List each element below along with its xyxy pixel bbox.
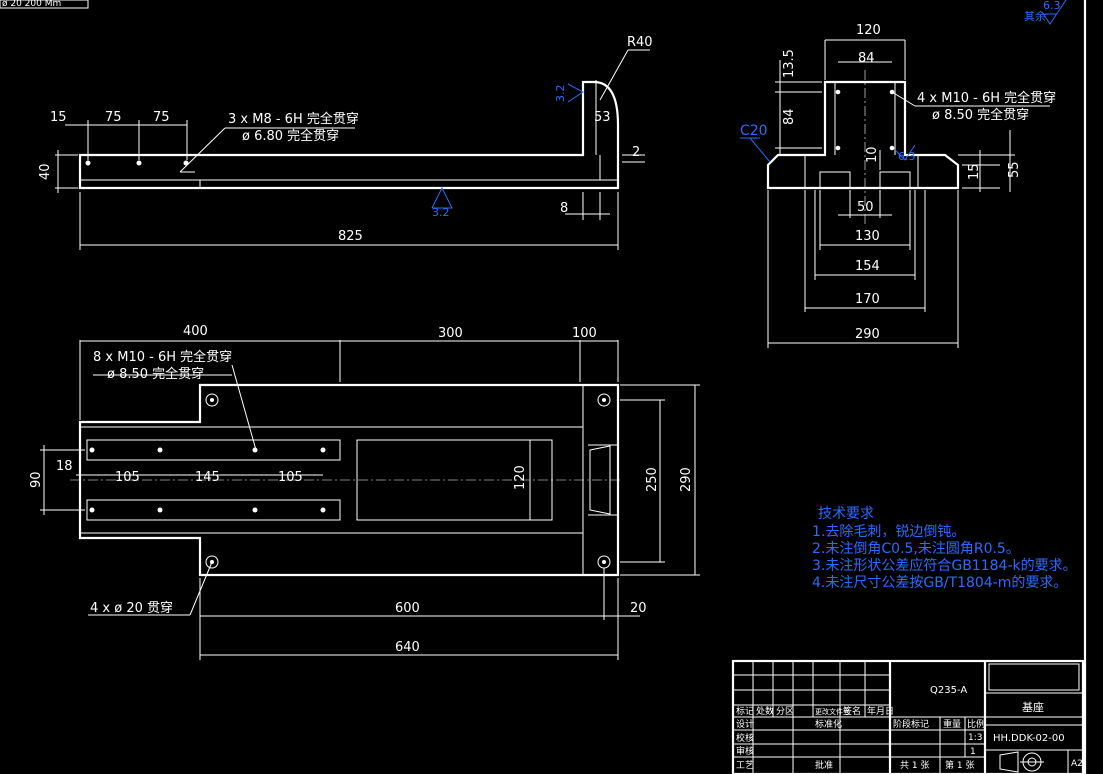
front-hole-note-line1: 3 x M8 - 6H 完全贯穿 (228, 111, 359, 127)
top-dim-600: 600 (395, 601, 420, 616)
front-roughness-b: 3.2 (431, 186, 453, 219)
tb-stage-mark: 阶段标记 (893, 718, 929, 730)
side-dim-15: 15 (967, 163, 982, 180)
top-dim-300: 300 (438, 326, 463, 341)
corner-note: ø 20 200 Mm (2, 0, 61, 9)
side-dim-170: 170 (855, 292, 880, 307)
global-roughness-symbol: 6.3 其余 (1024, 0, 1067, 25)
top-dim-120: 120 (513, 465, 528, 490)
side-view (766, 39, 1050, 348)
top-dim-20: 20 (630, 601, 647, 616)
top-tapped-holes (89, 447, 326, 513)
tech-req-title: 技术要求 (818, 506, 874, 522)
top-bolt-holes (205, 393, 611, 569)
front-dim-75b: 75 (153, 110, 170, 125)
top-dim-400: 400 (183, 324, 208, 339)
front-dim-825: 825 (338, 229, 363, 244)
front-dim-r40: R40 (627, 35, 653, 50)
side-dim-84: 84 (858, 51, 875, 66)
tb-approval: 批准 (815, 759, 833, 771)
top-dim-145: 145 (195, 470, 220, 485)
tb-count: 1 (970, 747, 976, 757)
side-hole-note-line1: 4 x M10 - 6H 完全贯穿 (917, 90, 1056, 106)
side-dim-13-5: 13.5 (782, 49, 797, 78)
tb-row-design: 设计 (736, 718, 754, 730)
side-dim-290: 290 (855, 327, 880, 342)
tb-material: Q235-A (930, 685, 967, 696)
tb-header-5: 签名 (843, 705, 861, 717)
front-hole-note-line2: ø 6.80 完全贯穿 (242, 128, 339, 144)
side-dim-10: 10 (865, 146, 880, 163)
tb-sheet-current: 第 1 张 (945, 759, 974, 771)
global-roughness-suffix: 其余 (1024, 9, 1046, 23)
top-hole-note-line2: ø 8.50 完全贯穿 (107, 366, 204, 382)
tb-row-review: 审核 (736, 745, 754, 757)
top-dim-290: 290 (679, 467, 694, 492)
front-roughness-a-value: 3.2 (554, 85, 567, 103)
tb-drawing-no: HH.DDK-02-00 (993, 733, 1065, 744)
side-dim-120: 120 (856, 23, 881, 38)
tb-scale: 1:3 (968, 733, 982, 743)
tb-ratio: 比例 (967, 718, 985, 730)
front-dim-8: 8 (560, 201, 568, 216)
front-view (55, 49, 650, 250)
front-dim-40: 40 (38, 163, 53, 180)
side-dim-130: 130 (855, 229, 880, 244)
tb-header-3: 分区 (776, 706, 794, 717)
projection-symbol-icon (999, 751, 1044, 773)
front-hole-2 (136, 160, 142, 166)
side-chamfer-label: C20 (740, 123, 768, 139)
title-block (731, 659, 1085, 774)
tb-row-check: 校核 (736, 732, 754, 744)
tb-sheet-total: 共 1 张 (900, 760, 929, 771)
front-hole-1 (85, 160, 91, 166)
top-hole-note-line1: 8 x M10 - 6H 完全贯穿 (93, 349, 232, 365)
side-dim-84v: 84 (782, 108, 797, 125)
tb-header-1: 标记 (736, 705, 754, 717)
tb-header-2: 处数 (756, 705, 774, 717)
tech-req-item-4: 4.未注尺寸公差按GB/T1804-m的要求。 (812, 575, 1067, 591)
side-chamfer-c20: C20 (740, 123, 771, 163)
tech-requirements: 技术要求 1.去除毛刺，锐边倒钝。 2.未注倒角C0.5,未注圆角R0.5。 3… (812, 506, 1077, 591)
tb-row-process: 工艺 (736, 760, 754, 771)
side-dim-154: 154 (855, 259, 880, 274)
tech-req-item-3: 3.未注形状公差应符合GB1184-k的要求。 (812, 557, 1077, 574)
front-dim-53: 53 (594, 110, 611, 125)
tech-req-item-1: 1.去除毛刺，锐边倒钝。 (812, 524, 965, 540)
top-view (40, 340, 700, 660)
side-hole-1 (835, 89, 841, 95)
side-dim-55: 55 (1007, 161, 1022, 178)
front-roughness-a: 3.2 (554, 83, 584, 103)
top-dim-250: 250 (645, 467, 660, 492)
side-roughness: 6.3 (894, 144, 916, 163)
tb-header-6: 年月日 (867, 705, 894, 717)
side-hole-4 (889, 145, 895, 151)
side-dim-50: 50 (857, 200, 874, 215)
top-dim-105a: 105 (115, 470, 140, 485)
global-roughness-value: 6.3 (1043, 0, 1061, 12)
tech-req-item-2: 2.未注倒角C0.5,未注圆角R0.5。 (812, 541, 1020, 557)
tb-part-name: 基座 (1022, 700, 1044, 714)
front-dim-15: 15 (50, 110, 67, 125)
top-dim-100: 100 (572, 326, 597, 341)
top-bolt-note: 4 x ø 20 贯穿 (90, 600, 173, 616)
top-dim-640: 640 (395, 640, 420, 655)
top-dim-105b: 105 (278, 470, 303, 485)
side-roughness-value: 6.3 (898, 150, 916, 163)
tb-sheet-size: A2 (1071, 759, 1083, 769)
tb-header-4: 更改文件号 (815, 707, 850, 716)
top-dim-90: 90 (29, 471, 44, 488)
top-dim-18: 18 (56, 459, 73, 474)
front-roughness-b-value: 3.2 (432, 206, 450, 219)
tb-standardization: 标准化 (815, 718, 842, 730)
front-dim-2: 2 (632, 145, 640, 160)
side-hole-3 (835, 145, 841, 151)
front-dim-75a: 75 (105, 110, 122, 125)
tb-weight: 重量 (943, 718, 961, 730)
side-hole-note-line2: ø 8.50 完全贯穿 (932, 107, 1029, 123)
